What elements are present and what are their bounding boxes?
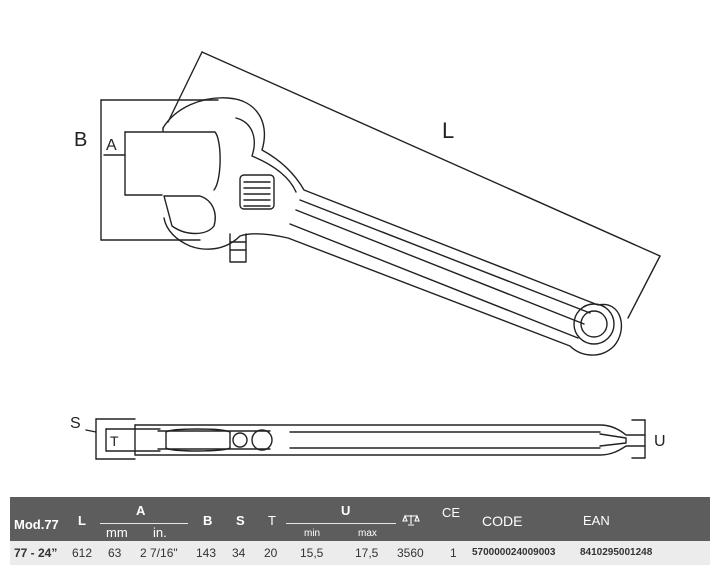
header-U-max: max [358,528,377,539]
cell-A-in: 2 7/16" [140,546,178,560]
dimension-S-T [85,418,161,460]
header-U: U [341,503,351,518]
header-U-min: min [304,528,321,539]
wrench-top-view [162,97,623,356]
wrench-side-view [134,424,646,456]
header-L: L [78,513,86,528]
header-T: T [268,513,276,528]
cell-L: 612 [72,546,93,560]
cell-S: 34 [232,546,246,560]
label-T: T [110,433,119,449]
header-A-mm: mm [106,525,128,540]
cell-weight: 3560 [397,546,424,560]
header-A-rule [100,523,188,524]
scale-icon [402,513,420,530]
cell-EAN: 8410295001248 [580,547,653,558]
header-A: A [136,503,146,518]
spec-table-row: 77 - 24” 612 63 2 7/16" 143 34 20 15,5 1… [10,541,710,565]
label-S: S [70,415,81,432]
cell-CE: 1 [450,546,457,560]
header-CODE: CODE [482,513,523,529]
cell-U-min: 15,5 [300,546,324,560]
dimension-L [167,51,661,319]
header-A-in: in. [153,525,167,540]
header-S: S [236,513,245,528]
header-B: B [203,513,213,528]
header-U-rule [286,523,396,524]
cell-A-mm: 63 [108,546,122,560]
wrench-technical-drawing: L B A S T U [70,51,666,460]
cell-B: 143 [196,546,217,560]
header-CE: CE [442,505,461,520]
dimension-A [103,131,163,196]
label-U: U [654,433,666,450]
spec-table: Mod.77 L A mm in. B S T U min max CE COD… [10,497,710,575]
cell-CODE: 570000024009003 [472,547,556,558]
label-B: B [74,129,87,151]
label-A: A [106,137,117,154]
dimension-U [631,419,646,459]
cell-U-max: 17,5 [355,546,379,560]
header-EAN: EAN [583,513,610,528]
cell-model: 77 - 24” [14,546,58,560]
header-model: Mod.77 [14,517,59,532]
dimension-B [100,99,219,241]
cell-T: 20 [264,546,278,560]
spec-table-header: Mod.77 L A mm in. B S T U min max CE COD… [10,497,710,541]
label-L: L [442,118,454,143]
